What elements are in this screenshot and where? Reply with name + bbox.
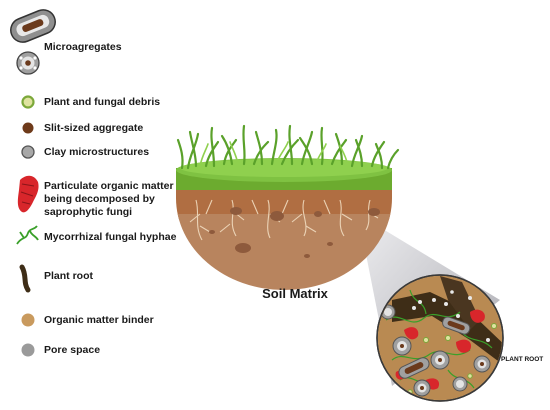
legend-label-pom-1: Particulate organic matter	[44, 180, 174, 192]
legend-label-hyphae: Mycorrhizal fungal hyphae	[44, 231, 177, 243]
legend-label-pom-2: being decomposed by	[44, 193, 155, 205]
legend-label-microaggregates: Microagregates	[44, 41, 122, 53]
legend-label-pore: Pore space	[44, 344, 101, 356]
legend-microaggregate-round-icon	[16, 51, 40, 75]
legend-root-icon	[19, 264, 31, 293]
soil-matrix-label: Soil Matrix	[262, 286, 328, 301]
legend-label-debris: Plant and fungal debris	[44, 96, 161, 108]
legend-label-root: Plant root	[44, 270, 93, 282]
legend-label-binder: Organic matter binder	[44, 314, 154, 326]
legend-binder-icon	[21, 313, 35, 327]
legend-label-silt: Slit-sized aggregate	[44, 122, 144, 134]
legend-microaggregate-rod-icon	[10, 9, 56, 43]
plant-root-label: PLANT ROOT	[501, 356, 544, 363]
legend-label-pom-3: saprophytic fungi	[44, 206, 133, 218]
aggregate-zoom-circle	[376, 274, 504, 402]
legend-silt-icon	[22, 122, 34, 134]
legend-debris-icon	[21, 95, 35, 109]
zoom-microaggregates	[380, 304, 491, 397]
legend-pom-icon	[17, 175, 39, 213]
legend-clay-icon	[21, 145, 35, 159]
soil-bowl	[176, 124, 400, 290]
legend-label-clay: Clay microstructures	[44, 146, 150, 158]
legend-pore-icon	[21, 343, 35, 357]
legend-hyphae-icon	[16, 225, 39, 245]
